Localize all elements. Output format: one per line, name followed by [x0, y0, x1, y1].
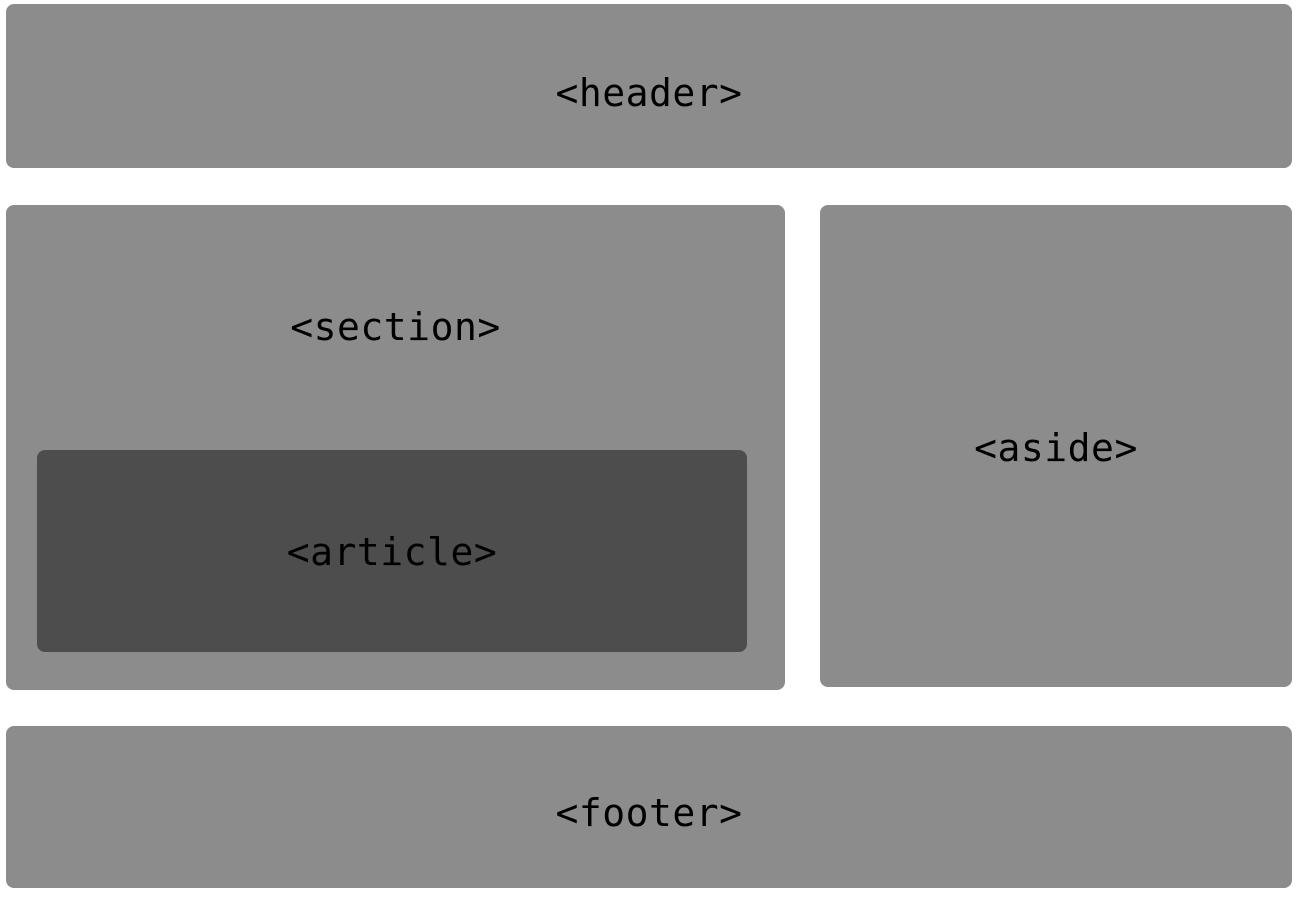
section-label: <section> [290, 305, 501, 349]
footer-region: <footer> [6, 726, 1292, 888]
footer-label: <footer> [555, 791, 743, 835]
section-region: <section> <article> [6, 205, 785, 690]
article-label: <article> [286, 530, 498, 574]
aside-label: <aside> [974, 426, 1138, 470]
article-region: <article> [37, 450, 747, 652]
header-region: <header> [6, 4, 1292, 168]
header-label: <header> [555, 71, 743, 115]
aside-region: <aside> [820, 205, 1292, 687]
